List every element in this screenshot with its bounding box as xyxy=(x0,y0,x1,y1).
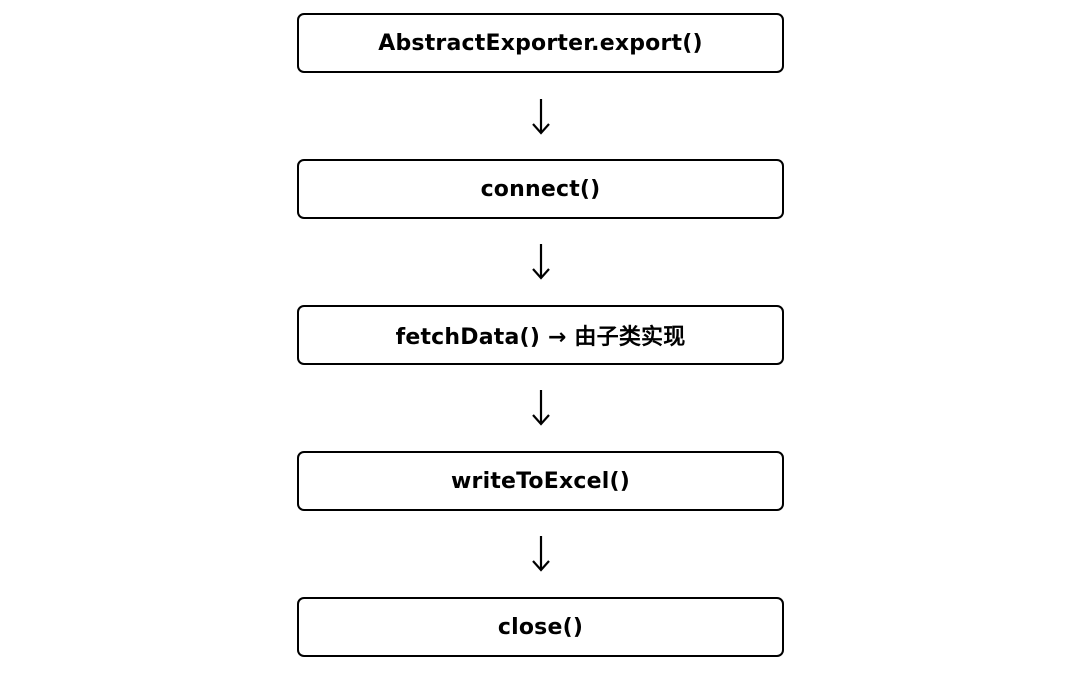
step-label-write-to-excel: writeToExcel() xyxy=(451,468,630,494)
step-box-connect: connect() xyxy=(297,159,784,219)
step-box-close: close() xyxy=(297,597,784,657)
arrow-down-icon xyxy=(529,242,553,282)
step-label-export: AbstractExporter.export() xyxy=(378,30,703,56)
arrow-down-icon xyxy=(529,388,553,428)
step-box-fetch-data: fetchData() → 由子类实现 xyxy=(297,305,784,365)
arrow-down-icon xyxy=(529,534,553,574)
step-box-export: AbstractExporter.export() xyxy=(297,13,784,73)
arrow-down-icon xyxy=(529,97,553,137)
step-label-fetch-data: fetchData() → 由子类实现 xyxy=(395,325,686,350)
step-label-connect: connect() xyxy=(480,176,601,202)
step-box-write-to-excel: writeToExcel() xyxy=(297,451,784,511)
step-label-close: close() xyxy=(497,614,584,640)
